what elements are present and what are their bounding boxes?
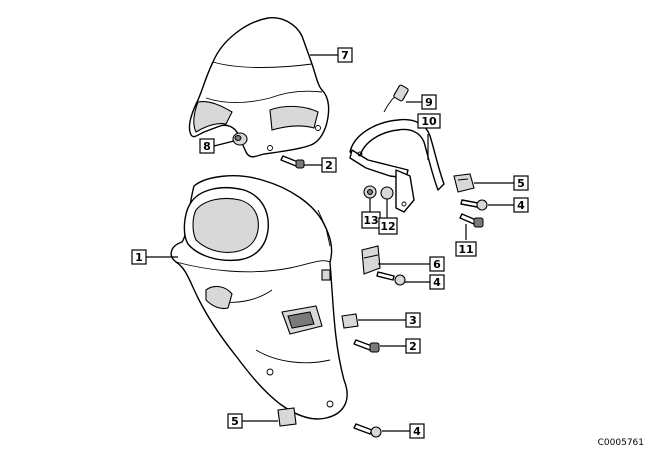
windscreen-part: [188, 17, 330, 158]
callout-7: 7: [310, 47, 353, 63]
screw-part-2-lower: [353, 339, 380, 353]
callout-5-lower: 5: [227, 413, 278, 429]
callout-4-upper: 4: [488, 197, 529, 213]
callout-13-label: 13: [363, 214, 378, 227]
main-fairing-part-1: [170, 175, 348, 420]
callout-10-label: 10: [421, 115, 437, 128]
callout-5-lower-label: 5: [231, 415, 239, 428]
callout-7-label: 7: [341, 49, 349, 62]
callout-6-right-label: 6: [433, 258, 441, 271]
callout-6-right: 6: [378, 256, 445, 272]
grommet-part-13: [363, 185, 377, 199]
callout-11-label: 11: [458, 243, 473, 256]
callout-10: 10: [417, 113, 441, 160]
clip-nut-part-5-lower: [277, 407, 297, 427]
callout-4-lower-label: 4: [413, 425, 421, 438]
callout-13: 13: [361, 198, 381, 229]
callout-1-label: 1: [135, 251, 143, 264]
screw-part-2-upper: [280, 155, 305, 169]
callout-9-label: 9: [425, 96, 433, 109]
callout-3-label: 3: [409, 314, 417, 327]
callout-2-upper-label: 2: [325, 159, 333, 172]
callout-4-lower: 4: [382, 423, 425, 439]
callout-11: 11: [455, 224, 477, 257]
callout-2-upper: 2: [304, 157, 337, 173]
callout-4-mid-label: 4: [433, 276, 441, 289]
callout-9: 9: [406, 94, 437, 110]
screw-part-4-lower: [353, 423, 382, 438]
clip-nut-part-3: [341, 313, 359, 329]
callout-2-lower: 2: [380, 338, 421, 354]
callout-5-upper-label: 5: [517, 177, 525, 190]
callout-8-label: 8: [203, 140, 211, 153]
callout-8: 8: [199, 138, 235, 154]
callout-4-mid: 4: [405, 274, 445, 290]
screw-part-4-mid: [376, 271, 406, 286]
callout-2-lower-label: 2: [409, 340, 417, 353]
drawing-code: C0005761: [598, 438, 644, 448]
callout-4-upper-label: 4: [517, 199, 525, 212]
bracket-plate-part-6-right: [361, 245, 381, 275]
nut-part-12: [380, 186, 394, 200]
callout-12: 12: [378, 199, 398, 235]
bushing-part-8: [232, 132, 248, 146]
callout-1: 1: [131, 249, 178, 265]
callout-3: 3: [358, 312, 421, 328]
clip-nut-part-5-upper: [453, 173, 475, 193]
callout-5-upper: 5: [474, 175, 529, 191]
screw-part-11: [459, 213, 484, 228]
screw-part-4-upper: [460, 199, 488, 211]
callout-12-label: 12: [380, 220, 395, 233]
bracket-part-10: [349, 118, 445, 213]
fitting-part-9: [383, 84, 409, 113]
